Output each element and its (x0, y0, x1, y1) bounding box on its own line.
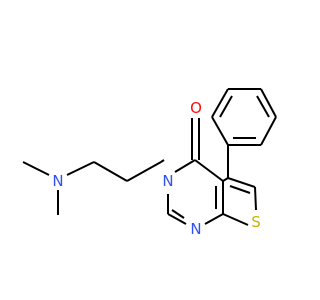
bond-ph-4-inner (256, 95, 270, 118)
atom-label-n1: N (190, 220, 201, 238)
bond-n3-c4 (174, 159, 196, 173)
pyrimidinone-ring (167, 159, 224, 225)
molecule-structure-diagram: N N N O S (22, 88, 277, 238)
dimethylamino-group (22, 161, 95, 215)
bond-c4-c4a (194, 159, 224, 182)
atom-label-sulfur: S (251, 213, 261, 231)
bond-chain-2 (126, 161, 162, 182)
bond-ph-5 (260, 116, 277, 146)
bond-c4a-c5 (222, 177, 229, 182)
bond-ph-2 (211, 88, 229, 118)
atom-label-oxygen: O (190, 99, 202, 117)
bond-methyl-top (22, 161, 50, 176)
bond-ph-1 (211, 116, 229, 146)
bond-ph-4 (260, 88, 277, 118)
propyl-chain (93, 159, 165, 182)
thiophene-ring (222, 177, 257, 226)
bond-n-chain (66, 161, 95, 176)
atom-label-n3: N (162, 172, 173, 190)
bond-s-c7a (222, 213, 249, 226)
phenyl-ring (211, 88, 277, 178)
bond-c6-s (254, 186, 257, 211)
bond-n1-c2 (167, 213, 187, 225)
bond-chain-1 (93, 161, 128, 182)
bond-chain-n3 (160, 159, 165, 163)
bond-n1-c2-inner (171, 209, 185, 219)
bond-ph-2-inner (219, 95, 233, 118)
bond-c7a-n1 (204, 213, 224, 225)
atom-label-amine-nitrogen: N (52, 172, 63, 190)
bond-c5-c6 (227, 177, 256, 188)
bond-c5-c6-inner (229, 185, 251, 194)
carbonyl-group (191, 118, 200, 160)
